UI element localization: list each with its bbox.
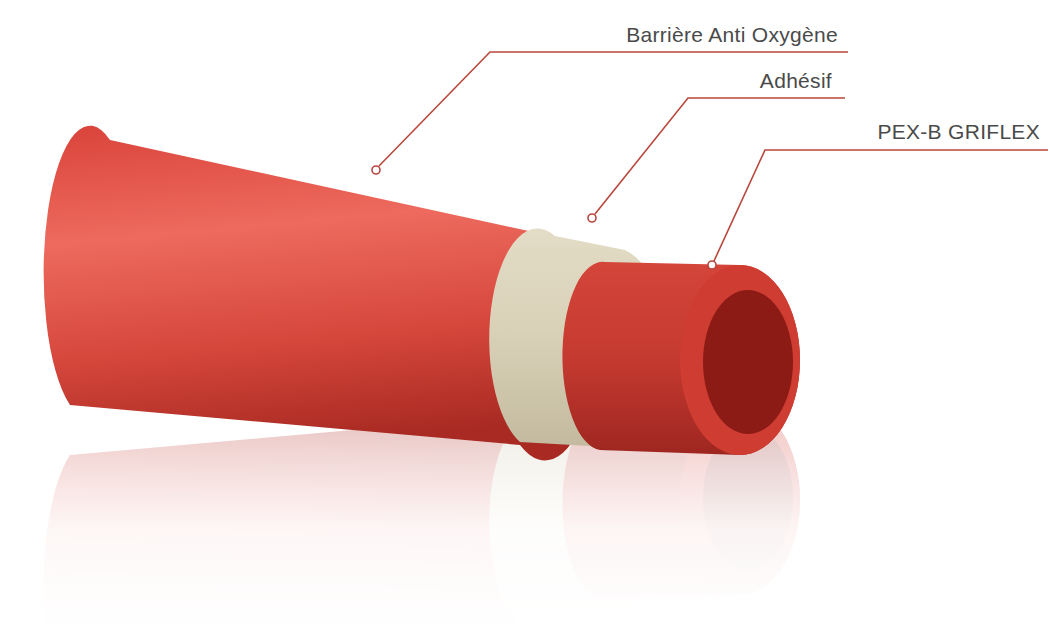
part-label: PEX-B GRIFLEX xyxy=(877,119,1040,144)
leader-line xyxy=(714,150,1048,261)
part-label: Adhésif xyxy=(760,68,832,93)
leader-dot xyxy=(708,261,716,269)
leader-dot xyxy=(372,166,380,174)
pipe-cutaway xyxy=(44,126,800,461)
leader-lines xyxy=(372,52,1048,269)
leader-dot xyxy=(588,214,596,222)
leader-line xyxy=(379,52,848,166)
leader-line xyxy=(595,98,845,214)
part-label: Barrière Anti Oxygène xyxy=(626,22,838,47)
